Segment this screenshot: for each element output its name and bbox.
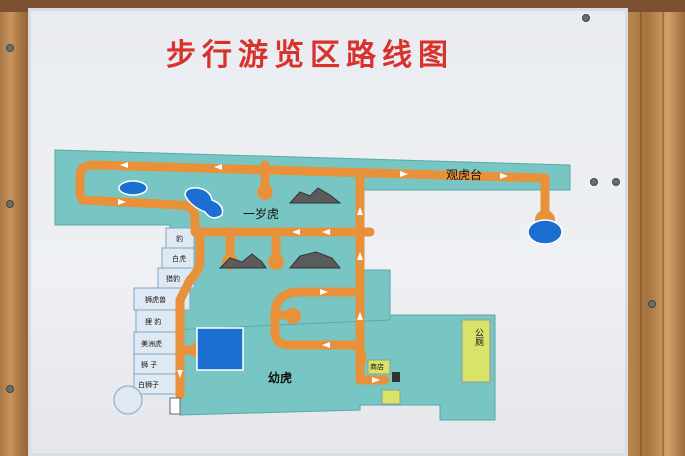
enclosure-label: 美洲虎	[141, 340, 162, 348]
wooden-frame-left	[0, 0, 30, 456]
label-shang-dian: 商店	[370, 363, 384, 371]
arrow-icon	[322, 342, 330, 348]
enclosure-label: 狸 豹	[145, 318, 162, 326]
enclosure-label: 猎豹	[166, 275, 180, 283]
route-middle	[77, 195, 375, 237]
rock-icon	[288, 187, 342, 204]
screw-icon	[648, 300, 656, 308]
arrow-icon	[400, 171, 408, 177]
pool	[196, 327, 244, 371]
rock-icon	[288, 251, 342, 269]
enclosure-label: 白虎	[172, 255, 186, 263]
arrow-icon	[322, 229, 330, 235]
screw-icon	[582, 14, 590, 22]
pond	[184, 187, 224, 219]
label-yisui-hu: 一岁虎	[243, 207, 280, 221]
enclosure-label: 狮虎兽	[145, 296, 166, 304]
enclosure-label: 狮 子	[141, 361, 158, 369]
screw-icon	[590, 178, 598, 186]
arrow-icon	[214, 164, 222, 170]
direction-arrows	[118, 162, 508, 383]
arrow-icon	[177, 370, 183, 378]
route-west	[175, 227, 205, 400]
pond-lookout	[527, 219, 563, 245]
toilet-building	[461, 319, 491, 383]
arrow-icon	[372, 377, 380, 383]
shop-building	[367, 359, 391, 375]
rocks	[218, 187, 342, 269]
arrow-icon	[177, 254, 183, 262]
arrow-icon	[320, 289, 328, 295]
map-title: 步行游览区路线图	[166, 38, 454, 73]
route-loop	[270, 287, 367, 365]
screw-icon	[6, 385, 14, 393]
enclosure-label: 白狮子	[138, 381, 159, 389]
arrow-icon	[120, 162, 128, 168]
exit-building	[381, 389, 401, 405]
label-gong-ce: 公厕	[473, 328, 483, 346]
arrow-icon	[357, 252, 363, 260]
enclosure-label: 豹	[176, 235, 183, 243]
rock-icon	[218, 253, 267, 269]
screw-icon	[6, 44, 14, 52]
arrow-icon	[357, 312, 363, 320]
round-enclosure	[113, 385, 143, 415]
entrance-marker-icon	[169, 397, 181, 415]
arrow-icon	[357, 207, 363, 215]
pond	[118, 180, 148, 196]
route-top	[75, 160, 550, 200]
label-you-hu: 幼虎	[268, 371, 293, 385]
ponds	[118, 180, 563, 371]
arrow-icon	[118, 199, 126, 205]
arrow-icon	[500, 173, 508, 179]
enclosure-column	[113, 227, 195, 415]
screw-icon	[612, 178, 620, 186]
exit-marker-icon	[392, 372, 400, 382]
label-guanhu-tai: 观虎台	[446, 168, 483, 182]
screw-icon	[6, 200, 14, 208]
arrow-icon	[292, 229, 300, 235]
